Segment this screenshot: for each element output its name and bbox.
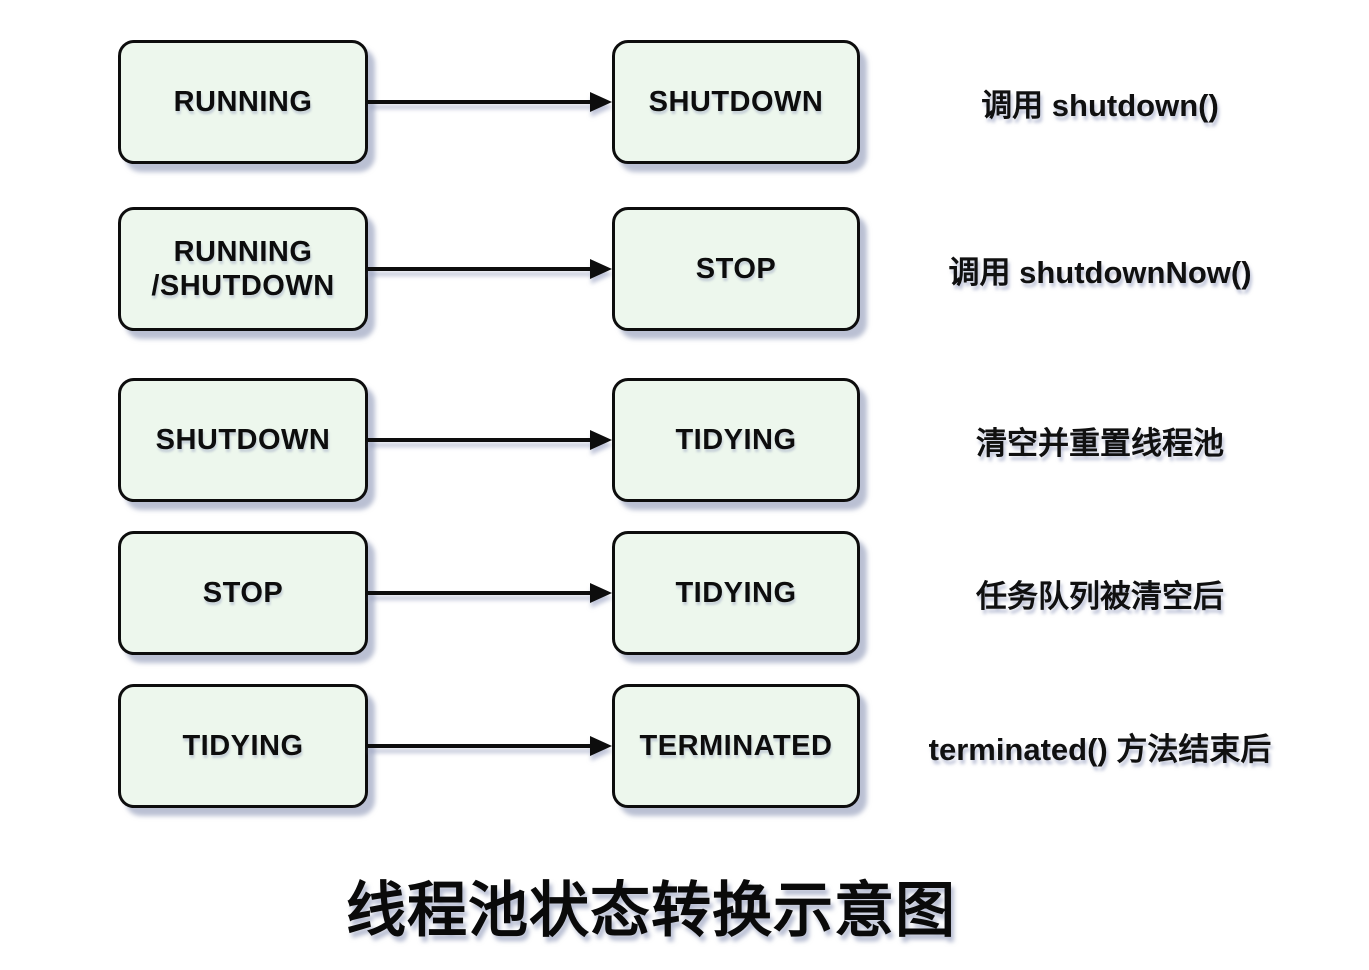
transition-caption: terminated() 方法结束后 <box>928 731 1272 767</box>
arrow-shaft <box>368 267 594 271</box>
state-label: TIDYING <box>675 576 797 609</box>
arrow-head <box>590 736 612 756</box>
state-label: RUNNING <box>173 85 313 118</box>
transition-caption: 调用 shutdownNow() <box>948 254 1252 290</box>
diagram-title: 线程池状态转换示意图 <box>346 877 956 944</box>
state-label: STOP <box>695 252 777 285</box>
arrow-right-icon <box>368 736 612 756</box>
transition-row: STOP TIDYING 任务队列被清空后 <box>0 531 1369 655</box>
state-label: SHUTDOWN <box>648 85 824 118</box>
state-box-to: TERMINATED <box>612 684 860 808</box>
arrow-right-icon <box>368 92 612 112</box>
state-box-to: SHUTDOWN <box>612 40 860 164</box>
arrow-head <box>590 583 612 603</box>
state-box-from: SHUTDOWN <box>118 378 368 502</box>
state-box-to: TIDYING <box>612 378 860 502</box>
arrow-right-icon <box>368 259 612 279</box>
state-label: RUNNING /SHUTDOWN <box>151 235 335 302</box>
state-label: TIDYING <box>675 423 797 456</box>
state-box-to: STOP <box>612 207 860 331</box>
state-box-from: RUNNING <box>118 40 368 164</box>
state-label: SHUTDOWN <box>155 423 331 456</box>
transition-caption: 调用 shutdown() <box>981 87 1219 123</box>
arrow-shaft <box>368 744 594 748</box>
arrow-head <box>590 430 612 450</box>
arrow-head <box>590 259 612 279</box>
transition-row: TIDYING TERMINATED terminated() 方法结束后 <box>0 684 1369 808</box>
arrow-head <box>590 92 612 112</box>
arrow-right-icon <box>368 583 612 603</box>
transition-row: RUNNING /SHUTDOWN STOP 调用 shutdownNow() <box>0 207 1369 331</box>
state-box-from: TIDYING <box>118 684 368 808</box>
state-box-to: TIDYING <box>612 531 860 655</box>
transition-row: RUNNING SHUTDOWN 调用 shutdown() <box>0 40 1369 164</box>
arrow-shaft <box>368 591 594 595</box>
arrow-shaft <box>368 100 594 104</box>
state-box-from: RUNNING /SHUTDOWN <box>118 207 368 331</box>
state-label: STOP <box>202 576 284 609</box>
arrow-shaft <box>368 438 594 442</box>
transition-row: SHUTDOWN TIDYING 清空并重置线程池 <box>0 378 1369 502</box>
state-label: TIDYING <box>182 729 304 762</box>
state-label: TERMINATED <box>639 729 833 762</box>
transition-caption: 任务队列被清空后 <box>976 578 1224 614</box>
arrow-right-icon <box>368 430 612 450</box>
state-box-from: STOP <box>118 531 368 655</box>
transition-caption: 清空并重置线程池 <box>976 425 1224 461</box>
